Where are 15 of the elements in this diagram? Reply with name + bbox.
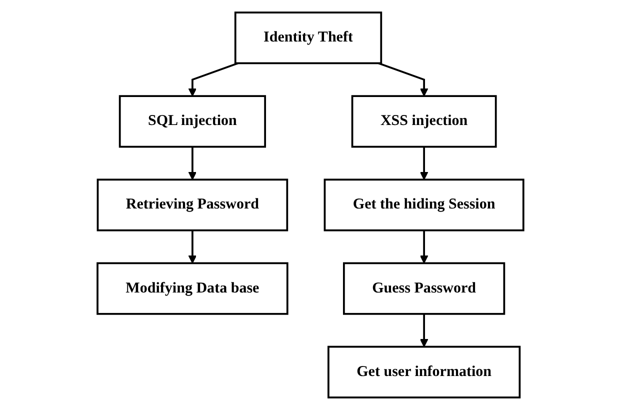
node-box: XSS injection — [350, 94, 496, 148]
arrow — [419, 146, 428, 180]
arrow — [188, 62, 238, 96]
node-box: Identity Theft — [234, 11, 382, 64]
node-box: Get user information — [327, 345, 520, 398]
arrow — [188, 230, 196, 264]
arrow — [419, 313, 428, 347]
node-box: Modifying Data base — [96, 262, 288, 314]
arrow — [378, 62, 428, 96]
arrow — [188, 146, 196, 180]
arrow — [419, 230, 428, 264]
node-box: Retrieving Password — [96, 178, 288, 231]
node-box: SQL injection — [118, 94, 266, 148]
node-box: Guess Password — [342, 262, 505, 314]
node-box: Get the hiding Session — [323, 178, 524, 231]
